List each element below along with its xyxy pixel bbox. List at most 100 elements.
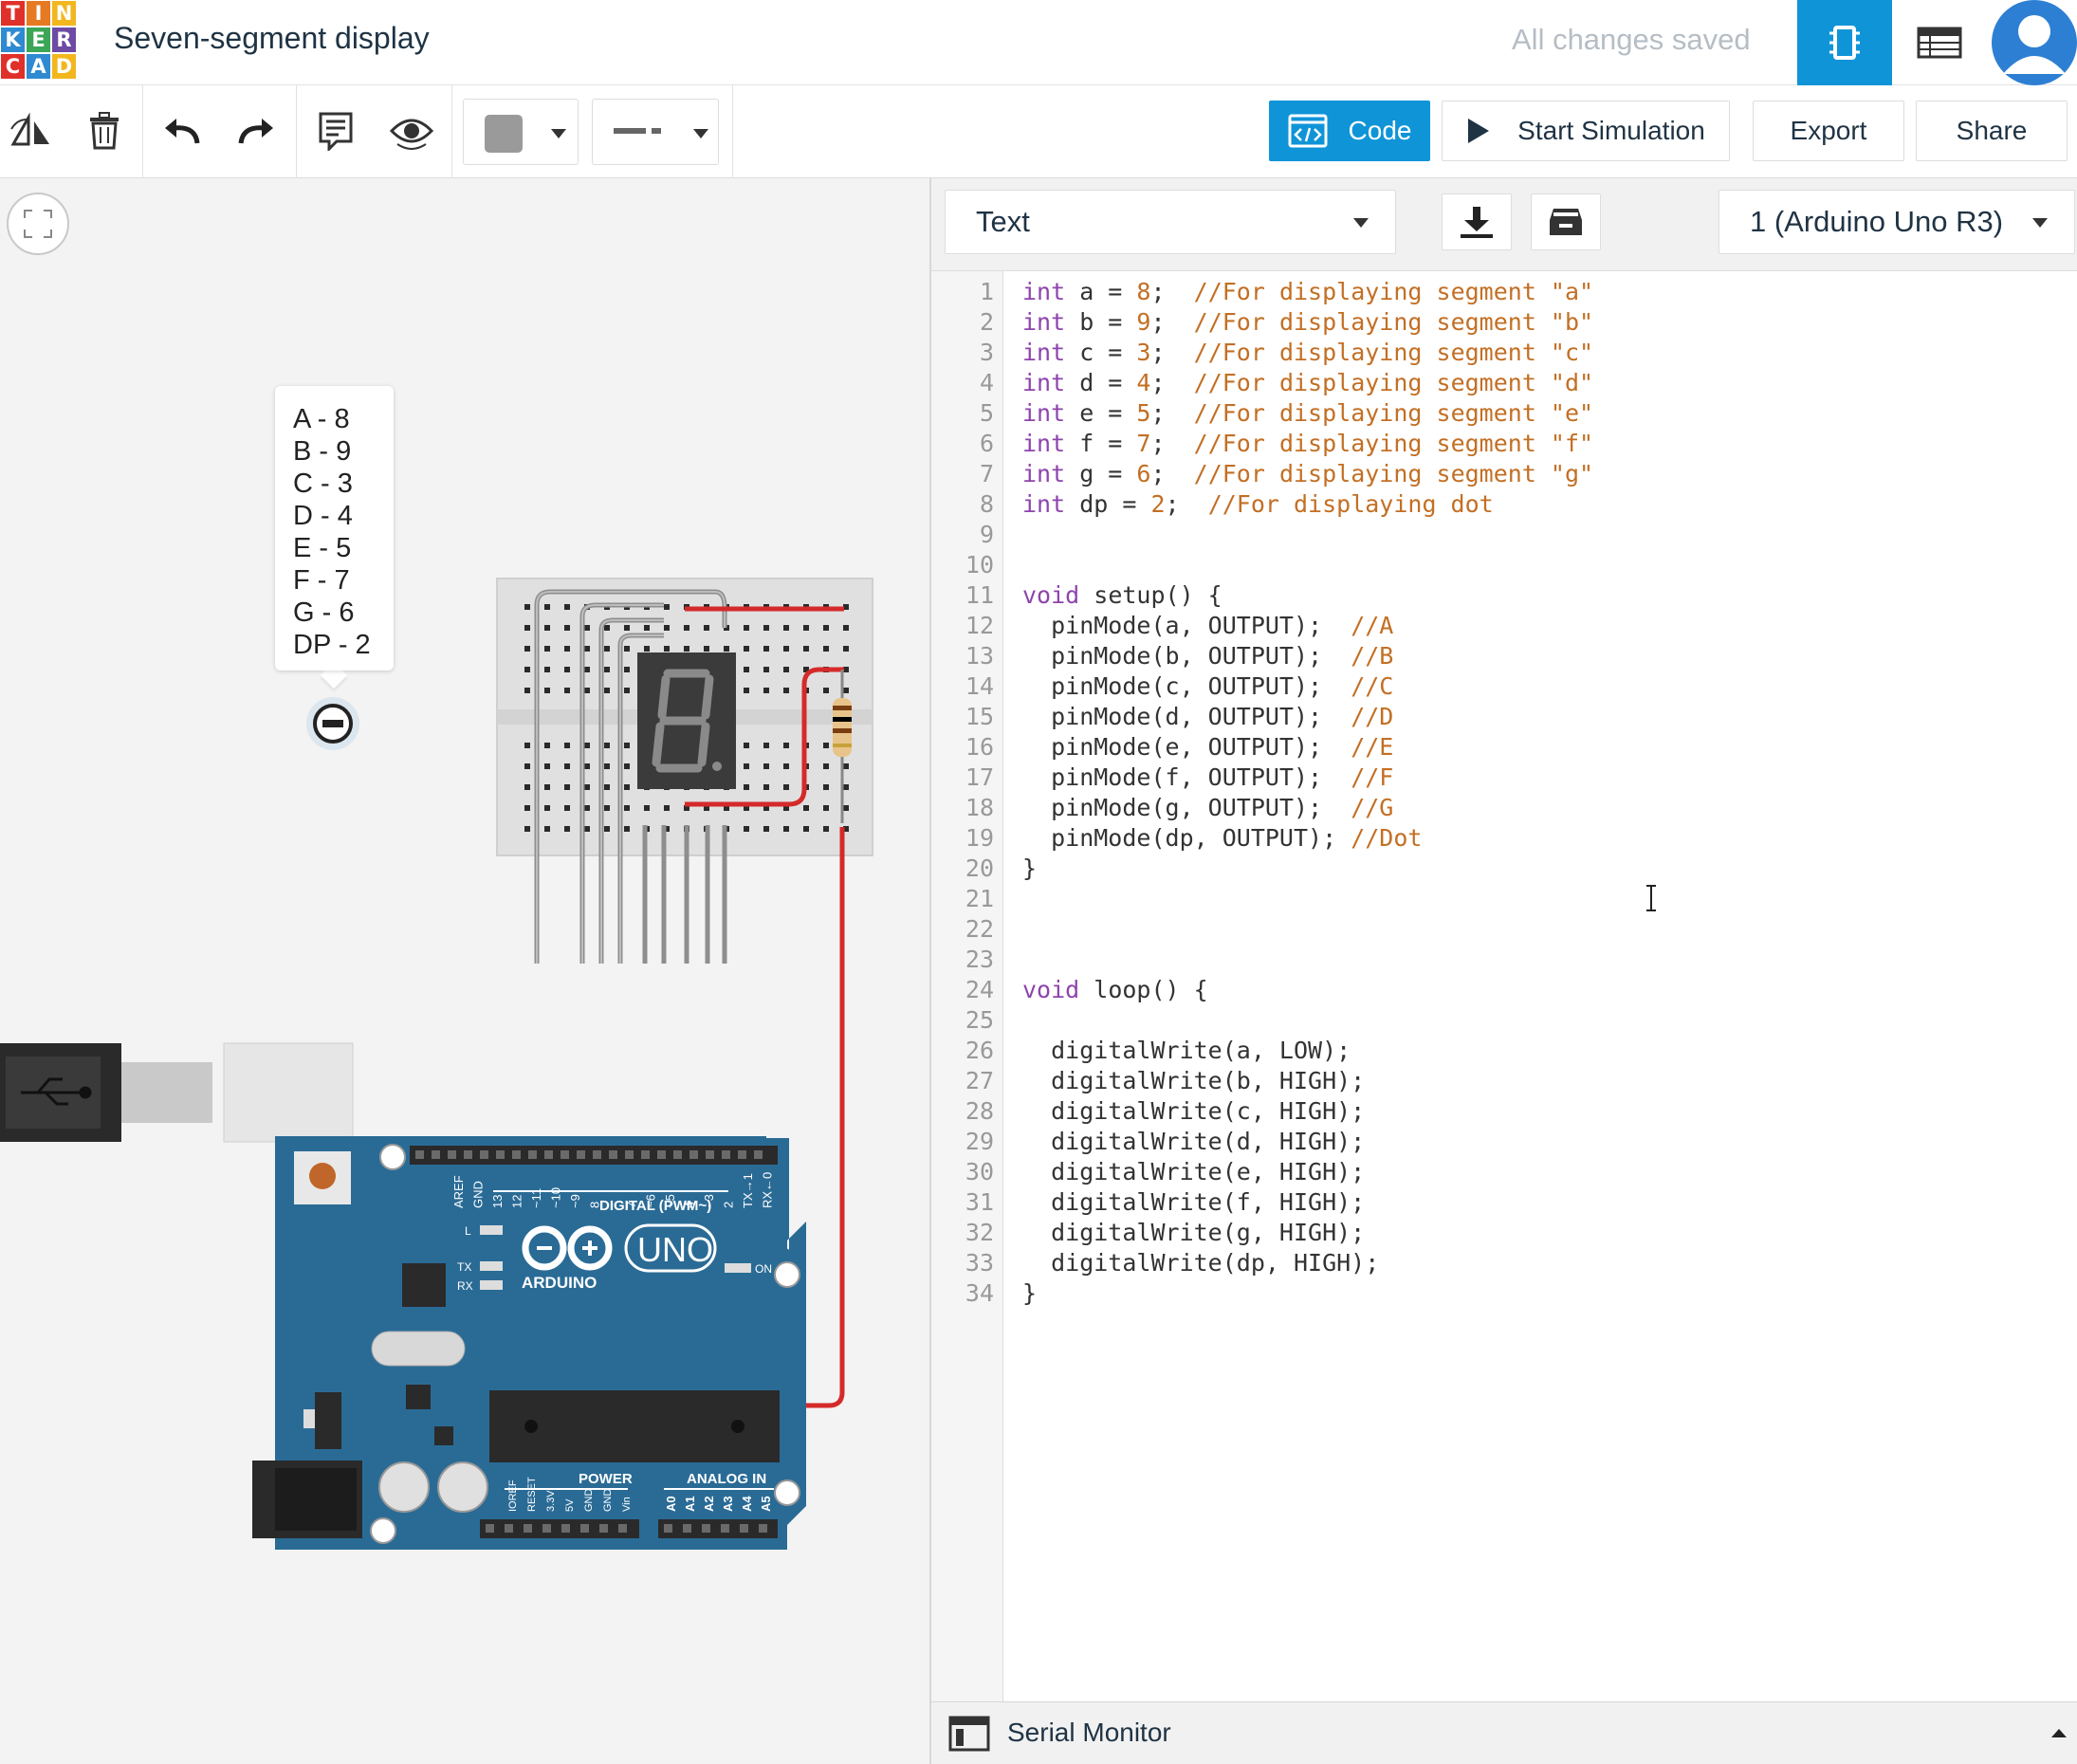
line-number: 16 (965, 733, 994, 761)
power-header-label: POWER (579, 1471, 633, 1487)
libraries-button[interactable] (1531, 193, 1601, 250)
color-swatch (485, 115, 523, 153)
code-line[interactable]: 10 (931, 550, 2077, 580)
code-line-text: pinMode(dp, OUTPUT); //Dot (994, 823, 1422, 854)
line-number: 3 (979, 339, 994, 366)
code-line[interactable]: 21 (931, 884, 2077, 914)
led-rx-label: RX (457, 1279, 473, 1293)
digital-pin-label: ~10 (549, 1187, 563, 1208)
code-line-text: int b = 9; //For displaying segment "b" (994, 307, 1593, 338)
design-title[interactable]: Seven-segment display (114, 21, 430, 55)
usb-cable[interactable] (0, 1042, 354, 1143)
code-line[interactable]: 14 pinMode(c, OUTPUT); //C (931, 671, 2077, 702)
device-select-dropdown[interactable]: 1 (Arduino Uno R3) (1719, 190, 2075, 254)
download-code-button[interactable] (1442, 193, 1512, 250)
logo-letter: E (26, 27, 51, 53)
code-keyword: int (1022, 278, 1066, 305)
code-line-text: digitalWrite(b, HIGH); (994, 1066, 1365, 1096)
usb-chip (402, 1263, 446, 1307)
code-line[interactable]: 26 digitalWrite(a, LOW); (931, 1036, 2077, 1066)
undo-button[interactable] (154, 102, 211, 159)
code-line[interactable]: 17 pinMode(f, OUTPUT); //F (931, 763, 2077, 793)
code-line[interactable]: 27 digitalWrite(b, HIGH); (931, 1066, 2077, 1096)
code-token: e = (1065, 399, 1137, 427)
notes-button[interactable] (307, 102, 364, 159)
code-line[interactable]: 29 digitalWrite(d, HIGH); (931, 1127, 2077, 1157)
code-line[interactable]: 9 (931, 520, 2077, 550)
fill-color-dropdown[interactable] (463, 99, 579, 165)
power-pin-label: 3.3V (545, 1490, 557, 1512)
code-line-text: int f = 7; //For displaying segment "f" (994, 429, 1593, 459)
line-number: 31 (965, 1188, 994, 1216)
save-status: All changes saved (1512, 23, 1751, 56)
code-line[interactable]: 16 pinMode(e, OUTPUT); //E (931, 732, 2077, 763)
line-number: 11 (965, 581, 994, 609)
chevron-up-icon[interactable] (2050, 1727, 2068, 1738)
digital-pin-label: ~9 (568, 1194, 582, 1208)
code-line[interactable]: 33 digitalWrite(dp, HIGH); (931, 1248, 2077, 1278)
delete-button[interactable] (76, 102, 133, 159)
code-line[interactable]: 32 digitalWrite(g, HIGH); (931, 1218, 2077, 1248)
code-line[interactable]: 20} (931, 854, 2077, 884)
seven-segment-display[interactable]: 8. (0, 178, 736, 789)
serial-monitor-bar[interactable]: Serial Monitor (931, 1701, 2077, 1764)
led-on-label: ON (755, 1262, 772, 1276)
code-line[interactable]: 31 digitalWrite(f, HIGH); (931, 1187, 2077, 1218)
code-line[interactable]: 25 (931, 1005, 2077, 1036)
code-button[interactable]: Code (1269, 101, 1430, 161)
start-simulation-button[interactable]: Start Simulation (1442, 101, 1730, 161)
code-line[interactable]: 13 pinMode(b, OUTPUT); //B (931, 641, 2077, 671)
component-list-button[interactable] (1892, 0, 1987, 85)
line-number: 1 (979, 278, 994, 305)
code-line[interactable]: 28 digitalWrite(c, HIGH); (931, 1096, 2077, 1127)
circuit-view-button[interactable] (1797, 0, 1892, 85)
visibility-button[interactable] (383, 102, 440, 159)
fit-view-button[interactable] (7, 193, 69, 255)
code-line[interactable]: 30 digitalWrite(e, HIGH); (931, 1157, 2077, 1187)
line-number: 34 (965, 1279, 994, 1307)
led-on (725, 1263, 751, 1273)
code-line[interactable]: 23 (931, 945, 2077, 975)
share-button[interactable]: Share (1916, 101, 2068, 161)
line-number: 9 (979, 521, 994, 548)
user-avatar[interactable] (1992, 0, 2077, 85)
logo-letter: K (0, 27, 26, 53)
user-avatar-icon (1992, 0, 2077, 85)
code-line[interactable]: 34} (931, 1278, 2077, 1309)
fit-view-icon (24, 210, 52, 238)
resistor[interactable] (833, 670, 852, 823)
line-style-dropdown[interactable] (592, 99, 719, 165)
digital-pin-label: 4 (683, 1202, 697, 1208)
redo-button[interactable] (228, 102, 285, 159)
code-line[interactable]: 19 pinMode(dp, OUTPUT); //Dot (931, 823, 2077, 854)
arduino-brand: ARDUINO (522, 1274, 597, 1292)
export-button[interactable]: Export (1753, 101, 1904, 161)
led-tx-label: TX (457, 1260, 471, 1274)
code-line[interactable]: 18 pinMode(g, OUTPUT); //G (931, 793, 2077, 823)
note-collapse-button[interactable] (306, 697, 359, 750)
code-line[interactable]: 22 (931, 914, 2077, 945)
code-line[interactable]: 15 pinMode(d, OUTPUT); //D (931, 702, 2077, 732)
rotate-button[interactable] (2, 102, 59, 159)
code-line-text: void loop() { (994, 975, 1208, 1005)
code-mode-dropdown[interactable]: Text (945, 190, 1396, 254)
code-line[interactable]: 12 pinMode(a, OUTPUT); //A (931, 611, 2077, 641)
code-line-text (994, 1005, 1022, 1036)
code-line-text: digitalWrite(d, HIGH); (994, 1127, 1365, 1157)
